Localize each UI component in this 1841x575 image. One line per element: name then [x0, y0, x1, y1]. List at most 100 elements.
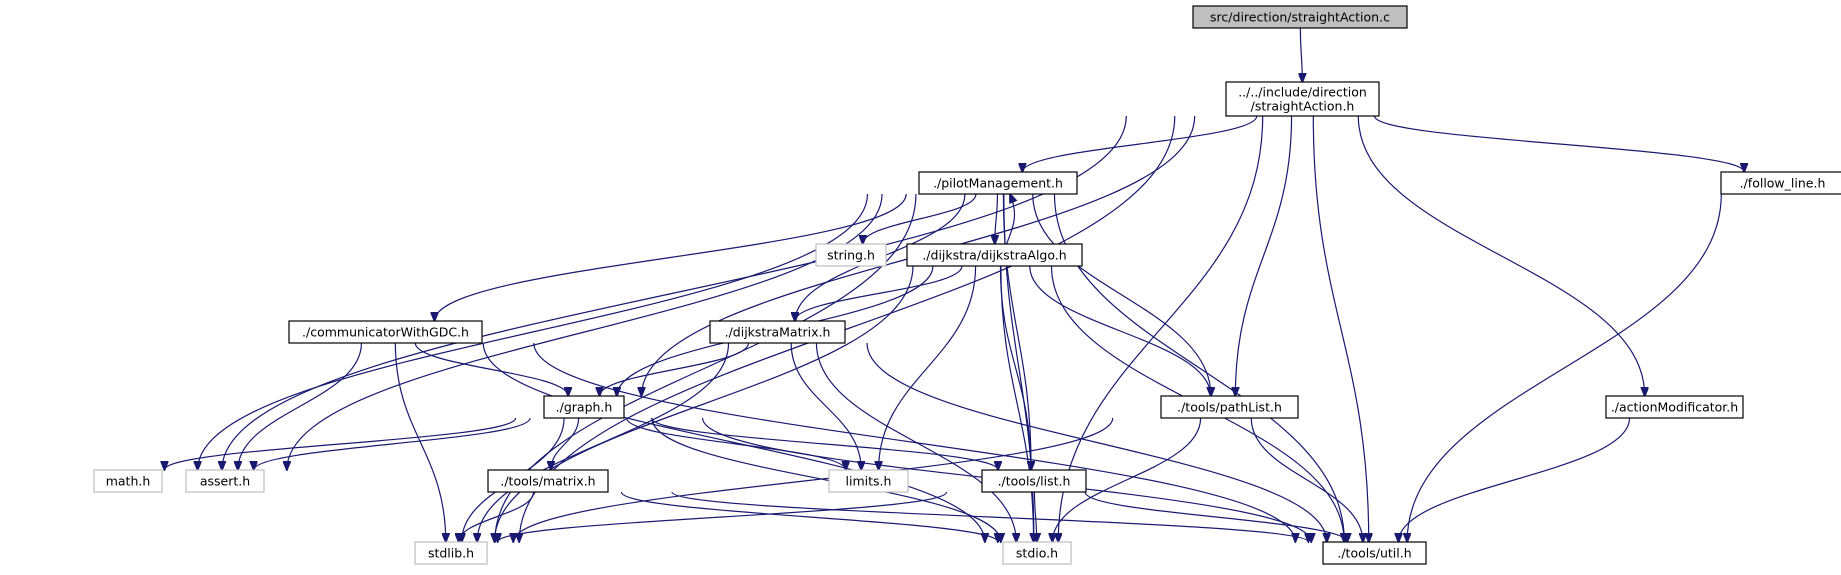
edge-straightAction_h-to-math_h [222, 115, 1127, 470]
edge-straightAction_c-to-straightAction_h [1300, 27, 1302, 82]
edge-dijkstraMatrix_h-to-limits_h [790, 342, 861, 470]
node-box [543, 395, 625, 419]
node-actionModificator-h[interactable]: ./actionModificator.h [1605, 395, 1744, 419]
node-math-h: math.h [93, 469, 163, 493]
node-label: ./tools/util.h [1337, 546, 1411, 561]
node-box [1605, 395, 1744, 419]
node-stdio-h: stdio.h [1002, 541, 1072, 565]
edge-communicatorWithGDC_h-to-graph_h [414, 342, 568, 396]
node-box [828, 469, 909, 493]
edge-pilotManagement_h-to-assert_h [287, 193, 883, 470]
edge-graph_h-to-assert_h [254, 417, 531, 470]
node-communicatorWithGDC-h[interactable]: ./communicatorWithGDC.h [288, 320, 483, 344]
node-straightAction-h[interactable]: ../../include/direction/straightAction.h [1225, 81, 1380, 117]
node-string-h: string.h [815, 243, 887, 267]
node-follow-line-h[interactable]: ./follow_line.h [1720, 171, 1841, 195]
edge-dijkstraAlgo_h-to-pilotManagement_h [1005, 194, 1015, 245]
node-label: ./graph.h [556, 400, 613, 415]
node-label: ./tools/pathList.h [1177, 400, 1282, 415]
node-box [185, 469, 265, 493]
node-box [981, 469, 1087, 493]
node-box [1002, 541, 1072, 565]
edge-dijkstraAlgo_h-to-stdio_h [1000, 265, 1034, 542]
node-util-h[interactable]: ./tools/util.h [1322, 541, 1427, 565]
node-label: stdio.h [1016, 546, 1058, 561]
edge-dijkstraAlgo_h-to-stdlib_h [494, 265, 914, 542]
edge-graph_h-to-list_h [650, 417, 999, 470]
node-matrix-h[interactable]: ./tools/matrix.h [487, 469, 609, 493]
node-limits-h: limits.h [828, 469, 909, 493]
node-box [1720, 171, 1841, 195]
edge-straightAction_h-to-actionModificator_h [1357, 115, 1644, 396]
node-box [487, 469, 609, 493]
edge-dijkstraMatrix_h-to-graph_h [599, 342, 750, 396]
edge-dijkstraAlgo_h-to-pathList_h [1029, 265, 1211, 396]
edge-list_h-to-stdio_h [1034, 491, 1036, 542]
edge-communicatorWithGDC_h-to-stdlib_h [394, 342, 445, 542]
node-list-h[interactable]: ./tools/list.h [981, 469, 1087, 493]
node-label: stdlib.h [428, 546, 474, 561]
node-label: ../../include/direction [1238, 85, 1367, 100]
node-label: string.h [827, 248, 875, 263]
edge-pilotManagement_h-to-math_h [198, 193, 869, 470]
edge-straightAction_h-to-stdlib_h [519, 115, 1176, 542]
edge-pathList_h-to-util_h [1250, 417, 1363, 542]
edge-communicatorWithGDC_h-to-util_h [533, 342, 1296, 542]
node-pathList-h[interactable]: ./tools/pathList.h [1160, 395, 1299, 419]
edge-matrix_h-to-util_h [671, 491, 1308, 542]
edge-dijkstraMatrix_h-to-stdlib_h [477, 342, 730, 542]
node-label: /straightAction.h [1251, 99, 1355, 114]
edges-layer [164, 27, 1745, 542]
node-box [288, 320, 483, 344]
edge-straightAction_h-to-pathList_h [1235, 115, 1293, 396]
edge-follow_line_h-to-util_h [1407, 193, 1722, 542]
edge-graph_h-to-limits_h [626, 417, 846, 470]
node-box [1225, 81, 1380, 117]
node-stdlib-h: stdlib.h [414, 541, 488, 565]
node-box [709, 320, 846, 344]
node-label: ./tools/matrix.h [500, 474, 595, 489]
nodes-layer: src/direction/straightAction.c ../../incl… [93, 5, 1841, 565]
edge-matrix_h-to-stdio_h [620, 491, 998, 542]
node-assert-h: assert.h [185, 469, 265, 493]
node-label: ./pilotManagement.h [933, 176, 1063, 191]
edge-straightAction_h-to-follow_line_h [1373, 115, 1745, 172]
edge-straightAction_h-to-util_h [1312, 115, 1368, 542]
edge-dijkstraMatrix_h-to-stdio_h [815, 342, 1016, 542]
edge-pilotManagement_h-to-communicatorWithGDC_h [435, 193, 907, 321]
node-box [1322, 541, 1427, 565]
node-box [414, 541, 488, 565]
node-label: ./tools/list.h [998, 474, 1071, 489]
node-label: ./dijkstra/dijkstraAlgo.h [922, 248, 1066, 263]
edge-pilotManagement_h-to-dijkstraAlgo_h [995, 193, 998, 244]
node-dijkstraAlgo-h[interactable]: ./dijkstra/dijkstraAlgo.h [906, 243, 1083, 267]
edge-actionModificator_h-to-util_h [1399, 417, 1631, 542]
edge-graph_h-to-math_h [164, 417, 517, 470]
node-box [815, 243, 887, 267]
edge-list_h-to-stdlib_h [498, 491, 948, 542]
node-dijkstraMatrix-h[interactable]: ./dijkstraMatrix.h [709, 320, 846, 344]
edge-matrix_h-to-stdlib_h [459, 491, 535, 542]
node-label: ./communicatorWithGDC.h [302, 325, 469, 340]
edge-pathList_h-to-stdio_h [1052, 417, 1202, 542]
node-straightAction-c[interactable]: src/direction/straightAction.c [1192, 5, 1408, 29]
node-pilotManagement-h[interactable]: ./pilotManagement.h [918, 171, 1078, 195]
edge-pilotManagement_h-to-pathList_h [1032, 193, 1211, 396]
edge-list_h-to-util_h [1084, 491, 1347, 542]
node-label: ./actionModificator.h [1611, 400, 1738, 415]
node-label: assert.h [200, 474, 250, 489]
edge-dijkstraMatrix_h-to-util_h [866, 342, 1327, 542]
node-box [906, 243, 1083, 267]
node-graph-h[interactable]: ./graph.h [543, 395, 625, 419]
edge-straightAction_h-to-pilotManagement_h [1022, 115, 1258, 172]
node-box [1192, 5, 1408, 29]
node-label: ./follow_line.h [1740, 176, 1826, 191]
node-box [93, 469, 163, 493]
edge-communicatorWithGDC_h-to-stdio_h [482, 342, 985, 542]
node-label: math.h [106, 474, 151, 489]
node-label: ./dijkstraMatrix.h [725, 325, 831, 340]
edge-graph_h-to-matrix_h [551, 417, 580, 470]
edge-communicatorWithGDC_h-to-assert_h [238, 342, 363, 470]
edge-pilotManagement_h-to-string_h [863, 193, 977, 244]
